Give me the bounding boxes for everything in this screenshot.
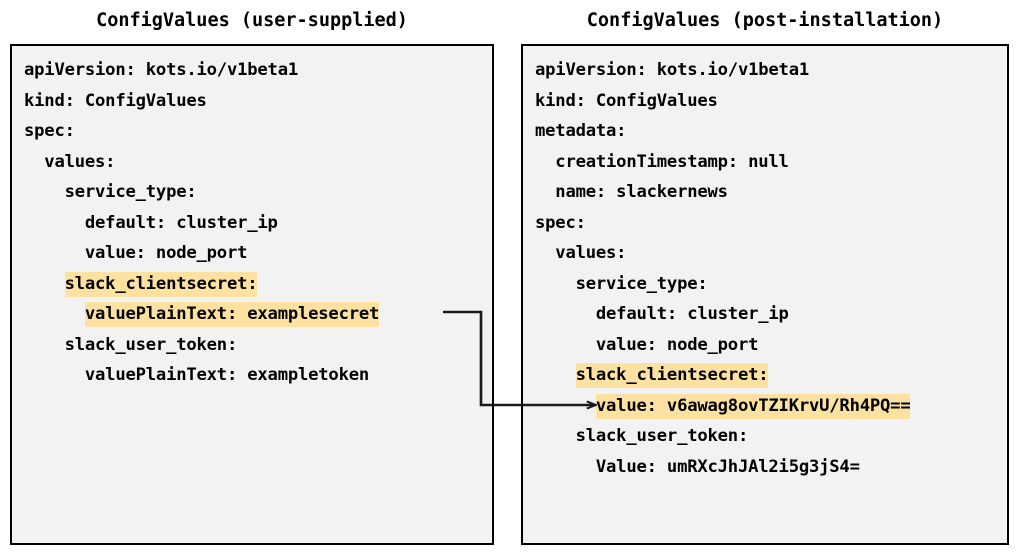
- yaml-indent: [535, 243, 555, 263]
- left-yaml-line: valuePlainText: exampletoken: [24, 360, 488, 391]
- left-yaml-line: slack_clientsecret:: [24, 269, 488, 300]
- yaml-indent: [535, 152, 555, 172]
- right-yaml-line: apiVersion: kots.io/v1beta1: [535, 55, 1003, 86]
- yaml-line-text: values:: [555, 243, 627, 263]
- yaml-line-text: kind: ConfigValues: [535, 90, 718, 111]
- right-yaml-line: creationTimestamp: null: [535, 147, 1003, 178]
- yaml-line-text: apiVersion: kots.io/v1beta1: [24, 60, 298, 80]
- left-config-values-panel: apiVersion: kots.io/v1beta1 kind: ConfigV…: [10, 44, 494, 545]
- yaml-indent: [535, 396, 596, 416]
- yaml-line-text: value: node_port: [595, 334, 759, 355]
- yaml-line-text: spec:: [535, 212, 586, 233]
- left-yaml-line: service_type:: [24, 177, 488, 208]
- yaml-line-text: default: cluster_ip: [84, 212, 278, 233]
- right-yaml-line: name: slackernews: [535, 177, 1003, 208]
- left-yaml-line: values:: [24, 147, 488, 178]
- yaml-indent: [24, 213, 85, 233]
- right-yaml-code-block: apiVersion: kots.io/v1beta1 kind: ConfigV…: [535, 55, 1003, 482]
- right-config-values-panel: apiVersion: kots.io/v1beta1 kind: ConfigV…: [521, 44, 1009, 545]
- right-panel-title: ConfigValues (post-installation): [586, 10, 944, 31]
- yaml-indent: [535, 182, 555, 202]
- yaml-line-text: valuePlainText: exampletoken: [84, 365, 370, 385]
- yaml-line-text: value: node_port: [84, 243, 248, 263]
- yaml-indent: [24, 152, 44, 172]
- yaml-indent: [535, 426, 576, 446]
- yaml-indent: [24, 335, 65, 355]
- right-yaml-line: slack_user_token:: [535, 421, 1003, 452]
- right-yaml-line: slack_clientsecret:: [535, 360, 1003, 391]
- yaml-indent: [535, 365, 576, 385]
- yaml-line-text: apiVersion: kots.io/v1beta1: [535, 60, 809, 80]
- yaml-indent: [535, 457, 596, 477]
- right-yaml-line: Value: umRXcJhJAl2i5g3jS4=: [535, 452, 1003, 483]
- right-yaml-line: value: node_port: [535, 330, 1003, 361]
- right-yaml-line: service_type:: [535, 269, 1003, 300]
- yaml-line-text: slack_user_token:: [64, 334, 238, 355]
- left-yaml-line: default: cluster_ip: [24, 208, 488, 239]
- yaml-indent: [24, 304, 85, 324]
- yaml-line-text: valuePlainText: examplesecret: [84, 302, 379, 327]
- right-yaml-line: spec:: [535, 208, 1003, 239]
- yaml-line-text: value: v6awag8ovTZIKrvU/Rh4PQ==: [595, 393, 911, 419]
- yaml-indent: [24, 365, 85, 385]
- yaml-line-text: spec:: [24, 121, 75, 141]
- yaml-line-text: values:: [44, 151, 116, 172]
- right-yaml-line: metadata:: [535, 116, 1003, 147]
- left-panel-title: ConfigValues (user-supplied): [96, 10, 408, 31]
- yaml-indent: [24, 274, 65, 294]
- yaml-line-text: slack_clientsecret:: [64, 271, 258, 297]
- yaml-indent: [24, 182, 65, 202]
- yaml-line-text: service_type:: [64, 182, 197, 202]
- yaml-line-text: metadata:: [535, 121, 627, 141]
- yaml-line-text: creationTimestamp: null: [555, 151, 789, 172]
- yaml-indent: [24, 243, 85, 263]
- left-yaml-code-block: apiVersion: kots.io/v1beta1 kind: ConfigV…: [24, 55, 488, 391]
- left-yaml-line: value: node_port: [24, 238, 488, 269]
- yaml-indent: [535, 274, 576, 294]
- yaml-line-text: slack_clientsecret:: [575, 363, 769, 388]
- yaml-line-text: Value: umRXcJhJAl2i5g3jS4=: [595, 456, 860, 477]
- yaml-indent: [535, 304, 596, 324]
- yaml-indent: [535, 335, 596, 355]
- left-yaml-line: kind: ConfigValues: [24, 86, 488, 117]
- right-yaml-line: kind: ConfigValues: [535, 86, 1003, 117]
- yaml-line-text: kind: ConfigValues: [24, 90, 207, 111]
- yaml-line-text: slack_user_token:: [575, 426, 749, 446]
- yaml-line-text: service_type:: [575, 273, 708, 294]
- left-yaml-line: slack_user_token:: [24, 330, 488, 361]
- yaml-line-text: default: cluster_ip: [595, 304, 789, 324]
- left-yaml-line: spec:: [24, 116, 488, 147]
- right-yaml-line: value: v6awag8ovTZIKrvU/Rh4PQ==: [535, 391, 1003, 422]
- yaml-line-text: name: slackernews: [555, 182, 728, 202]
- left-yaml-line: valuePlainText: examplesecret: [24, 299, 488, 330]
- right-yaml-line: values:: [535, 238, 1003, 269]
- left-yaml-line: apiVersion: kots.io/v1beta1: [24, 55, 488, 86]
- right-yaml-line: default: cluster_ip: [535, 299, 1003, 330]
